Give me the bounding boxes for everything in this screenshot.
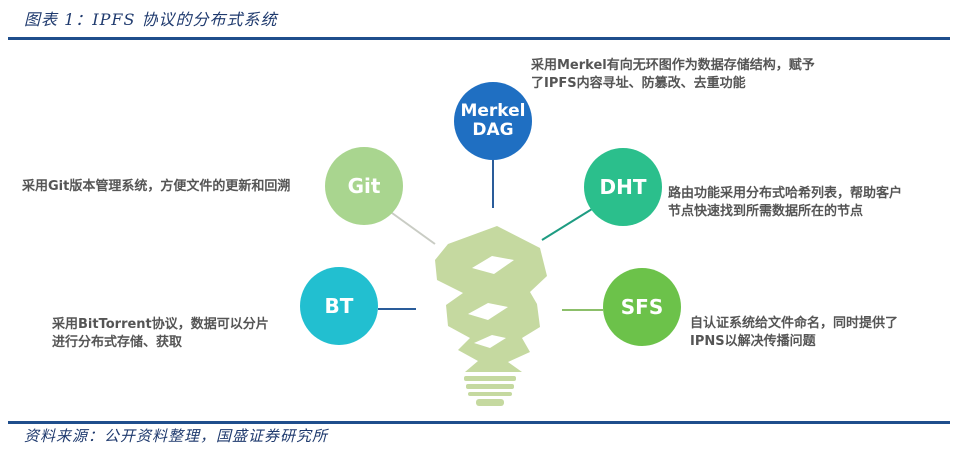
merkel-dag-node: Merkel DAG — [454, 82, 532, 160]
merkel-dag-description: 采用Merkel有向无环图作为数据存储结构，赋予 了IPFS内容寻址、防篡改、去… — [531, 57, 815, 93]
dht-description: 路由功能采用分布式哈希列表，帮助客户 节点快速找到所需数据所在的节点 — [668, 185, 902, 221]
sfs-node: SFS — [603, 268, 681, 346]
git-connector — [391, 212, 436, 245]
dht-label: DHT — [599, 175, 647, 199]
merkel-dag-desc-line2: 了IPFS内容寻址、防篡改、去重功能 — [531, 76, 746, 91]
git-description: 采用Git版本管理系统，方便文件的更新和回溯 — [22, 178, 290, 196]
dht-desc-line2: 节点快速找到所需数据所在的节点 — [668, 204, 864, 219]
source-note: 资料来源：公开资料整理，国盛证券研究所 — [24, 427, 329, 445]
lightbulb-icon — [435, 226, 547, 406]
dht-desc-line1: 路由功能采用分布式哈希列表，帮助客户 — [668, 186, 903, 201]
dht-node: DHT — [584, 148, 662, 226]
bt-description: 采用BitTorrent协议，数据可以分片 进行分布式存储、获取 — [52, 316, 269, 352]
bt-node: BT — [300, 267, 378, 345]
bottom-divider — [8, 421, 950, 424]
sfs-desc-line2: IPNS以解决传播问题 — [690, 334, 816, 349]
bt-desc-line1: 采用BitTorrent协议，数据可以分片 — [52, 317, 269, 332]
bt-desc-line2: 进行分布式存储、获取 — [52, 335, 183, 350]
figure-title: 图表 1：IPFS 协议的分布式系统 — [24, 10, 278, 29]
top-divider — [8, 37, 950, 40]
merkel-dag-desc-line1: 采用Merkel有向无环图作为数据存储结构，赋予 — [531, 58, 815, 73]
sfs-desc-line1: 自认证系统给文件命名，同时提供了 — [690, 316, 899, 331]
bt-label: BT — [324, 294, 354, 318]
sfs-label: SFS — [620, 295, 664, 319]
git-label: Git — [347, 174, 381, 198]
git-node: Git — [325, 147, 403, 225]
dht-connector — [541, 208, 593, 241]
merkel-dag-label-line1: Merkel — [460, 101, 526, 122]
sfs-description: 自认证系统给文件命名，同时提供了 IPNS以解决传播问题 — [690, 315, 898, 351]
merkel-dag-label-line2: DAG — [472, 120, 514, 140]
git-desc-line1: 采用Git版本管理系统，方便文件的更新和回溯 — [22, 179, 291, 194]
